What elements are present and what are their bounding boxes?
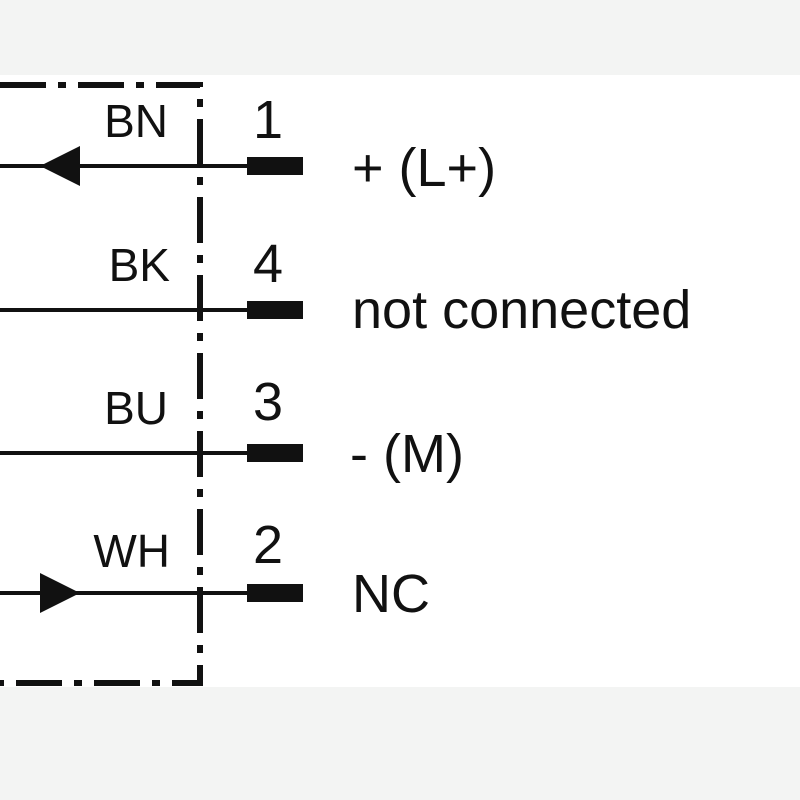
connection-row-4: WH 2 NC: [0, 515, 430, 624]
diagram-panel: [0, 75, 800, 687]
signal-label: + (L+): [352, 138, 496, 198]
wire-color-label: BU: [104, 382, 168, 434]
wire-color-label: BN: [104, 95, 168, 147]
pin-terminal: [247, 301, 303, 319]
wire-color-label: BK: [109, 239, 171, 291]
pin-number: 4: [253, 234, 283, 294]
pin-number: 2: [253, 515, 283, 575]
connection-row-2: BK 4 not connected: [0, 234, 691, 340]
pin-terminal: [247, 584, 303, 602]
arrow-left-icon: [40, 146, 80, 186]
signal-label: - (M): [350, 424, 464, 484]
wire-color-label: WH: [93, 525, 170, 577]
pin-number: 1: [253, 90, 283, 150]
housing-boundary: [0, 82, 203, 686]
pin-number: 3: [253, 372, 283, 432]
pin-terminal: [247, 444, 303, 462]
connection-row-1: BN 1 + (L+): [0, 90, 496, 198]
signal-label: not connected: [352, 280, 691, 340]
signal-label: NC: [352, 564, 430, 624]
connection-row-3: BU 3 - (M): [0, 372, 464, 484]
pin-terminal: [247, 157, 303, 175]
arrow-right-icon: [40, 573, 80, 613]
